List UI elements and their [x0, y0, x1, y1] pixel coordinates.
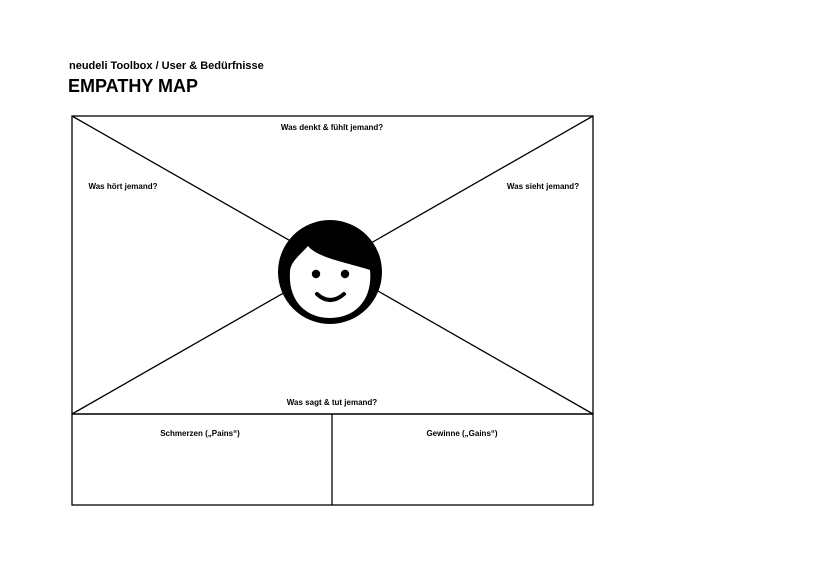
pains-label: Schmerzen („Pains“)	[160, 429, 240, 438]
hears-label: Was hört jemand?	[88, 182, 158, 191]
gains-label: Gewinne („Gains“)	[426, 429, 498, 438]
person-face-icon	[278, 220, 382, 324]
breadcrumb: neudeli Toolbox / User & Bedürfnisse	[69, 60, 264, 72]
page-title: EMPATHY MAP	[68, 76, 199, 96]
thinks-feels-label: Was denkt & fühlt jemand?	[280, 123, 384, 132]
says-does-label: Was sagt & tut jemand?	[286, 398, 378, 407]
sees-label: Was sieht jemand?	[506, 182, 580, 191]
